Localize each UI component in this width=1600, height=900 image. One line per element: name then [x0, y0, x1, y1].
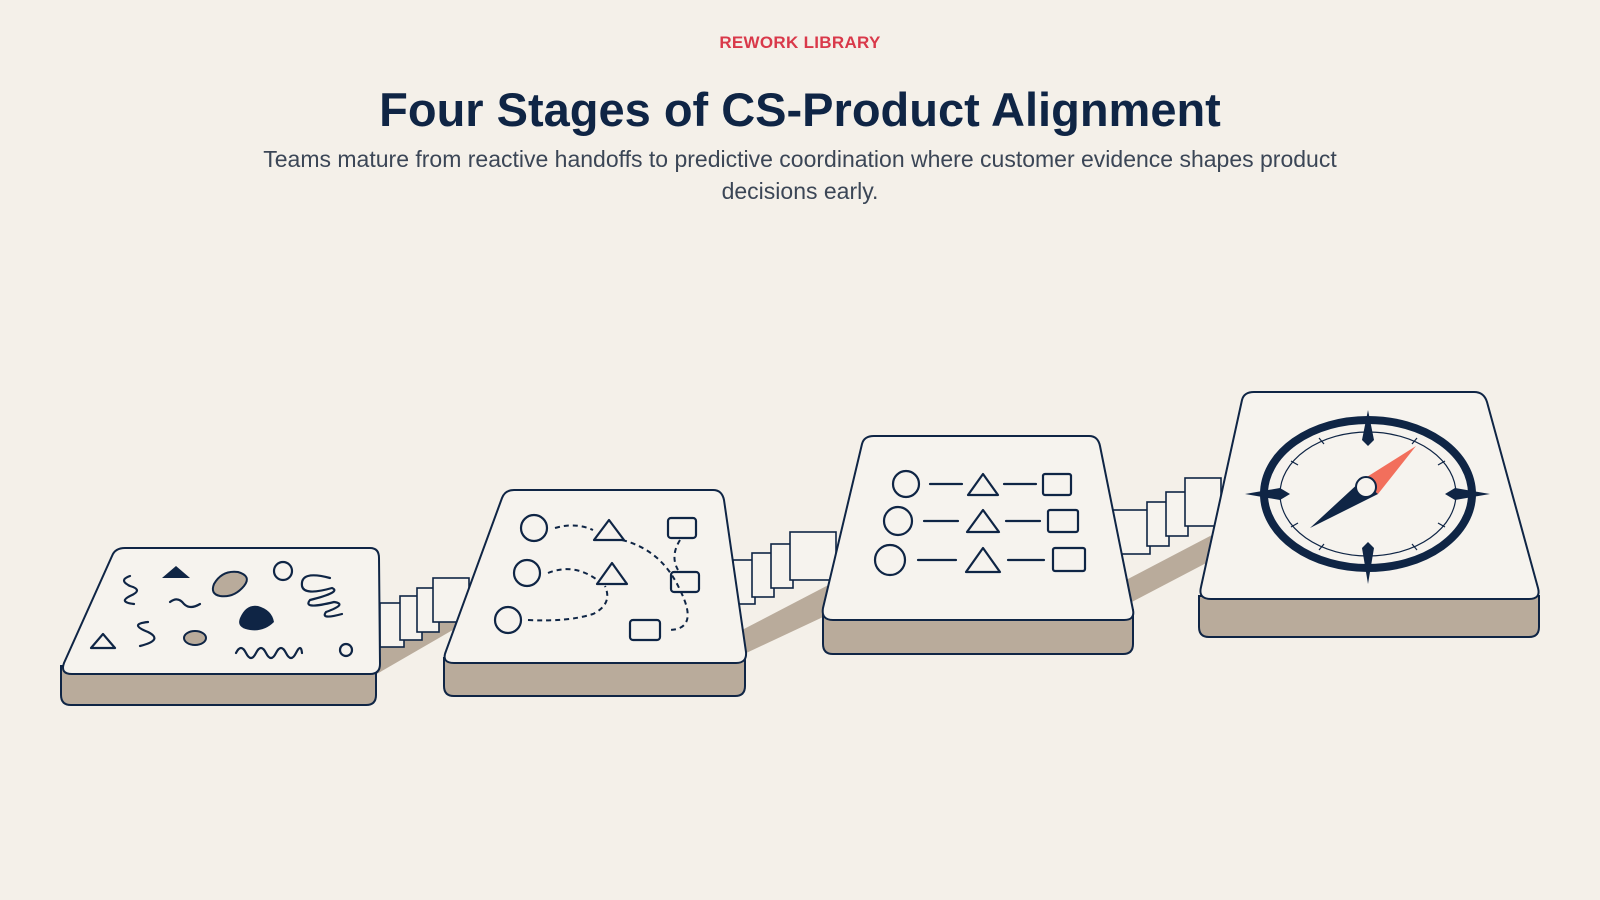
- stair-connector-2: [732, 531, 838, 655]
- stage-2-platform: [443, 489, 748, 697]
- dashed-paths-icon: [493, 513, 701, 642]
- compass-icon: [1245, 410, 1490, 584]
- stair-connector-1: [375, 577, 470, 675]
- stage-3-platform: [821, 435, 1135, 655]
- stage-4-platform: [1198, 391, 1540, 638]
- page-subtitle: Teams mature from reactive handoffs to p…: [263, 146, 1337, 204]
- eyebrow-label: REWORK LIBRARY: [719, 33, 881, 52]
- scattered-shapes-icon: [89, 560, 354, 660]
- stage-1-platform: [60, 547, 382, 706]
- page-title: Four Stages of CS-Product Alignment: [379, 83, 1221, 136]
- aligned-rows-icon: [873, 469, 1087, 577]
